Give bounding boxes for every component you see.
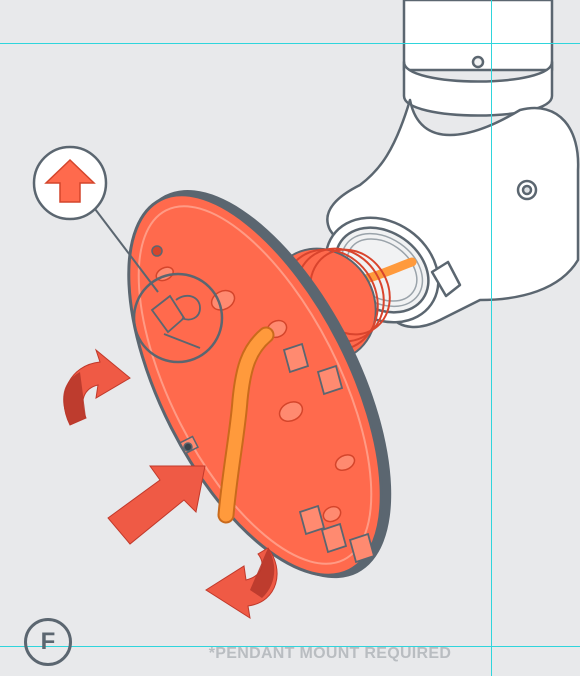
guide-line [0,43,580,44]
guide-line [491,0,492,676]
step-badge: F [24,618,72,666]
housing-screw [152,246,162,256]
footnote-text: *PENDANT MOUNT REQUIRED [180,645,480,663]
step-letter: F [41,628,56,656]
push-arrow-icon [108,466,205,544]
